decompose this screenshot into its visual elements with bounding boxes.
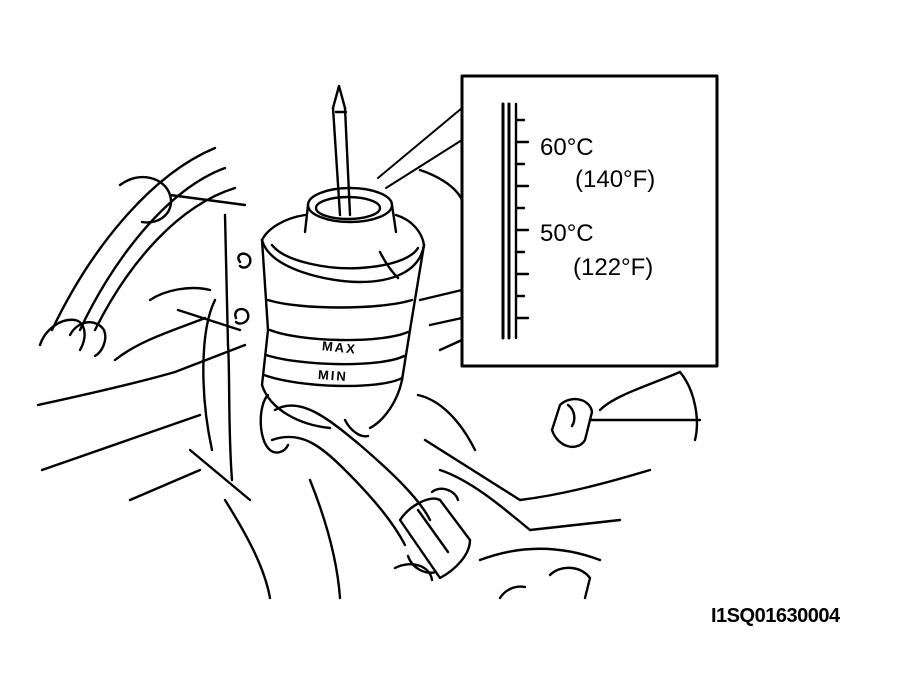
reservoir-max-mark: MAX	[321, 338, 358, 357]
engine-bay-background	[36, 146, 702, 600]
callout-leader	[377, 107, 463, 189]
temp-high-fahrenheit: (140°F)	[575, 166, 656, 193]
figure-code: I1SQ01630004	[711, 605, 840, 627]
inset-box	[460, 74, 719, 368]
thermometer	[331, 84, 352, 217]
temp-low-fahrenheit: (122°F)	[573, 254, 654, 281]
coolant-reservoir	[260, 186, 426, 438]
temp-low-celsius: 50°C	[540, 220, 594, 247]
reservoir-min-mark: MIN	[317, 366, 349, 385]
temp-high-celsius: 60°C	[540, 134, 594, 161]
coolant-hose	[259, 393, 472, 580]
